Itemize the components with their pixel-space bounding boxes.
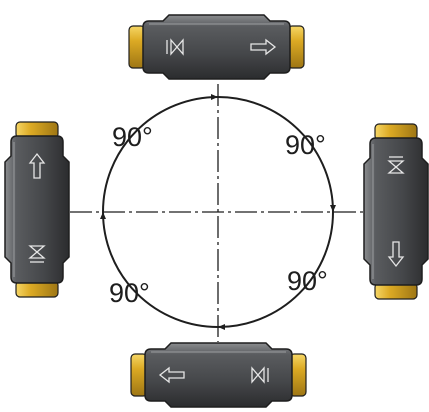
orientation-circle (70, 84, 370, 342)
angle-label-top-right: 90° (285, 130, 326, 160)
valve-symbol (28, 245, 46, 263)
arrow-icon (28, 152, 46, 179)
device-left (4, 121, 70, 298)
device-body (144, 342, 293, 408)
angle-label-bottom-right: 90° (287, 266, 328, 296)
device-right (363, 123, 429, 300)
arrowhead-right (330, 205, 336, 212)
arrow-icon (387, 241, 405, 268)
valve-symbol (166, 38, 184, 56)
angle-label-bottom-left: 90° (109, 278, 150, 308)
device-bottom (130, 342, 307, 408)
arrow-icon (158, 366, 185, 384)
device-body (4, 135, 70, 284)
valve-symbol (251, 366, 269, 384)
device-body (142, 14, 291, 80)
arrowhead-bottom (218, 324, 225, 330)
angle-label-top-left: 90° (112, 122, 153, 152)
arrowhead-left (100, 212, 106, 219)
valve-symbol (387, 156, 405, 174)
arrowhead-top (211, 94, 218, 100)
arrow-icon (250, 38, 277, 56)
device-top (128, 14, 305, 80)
device-body (363, 137, 429, 286)
